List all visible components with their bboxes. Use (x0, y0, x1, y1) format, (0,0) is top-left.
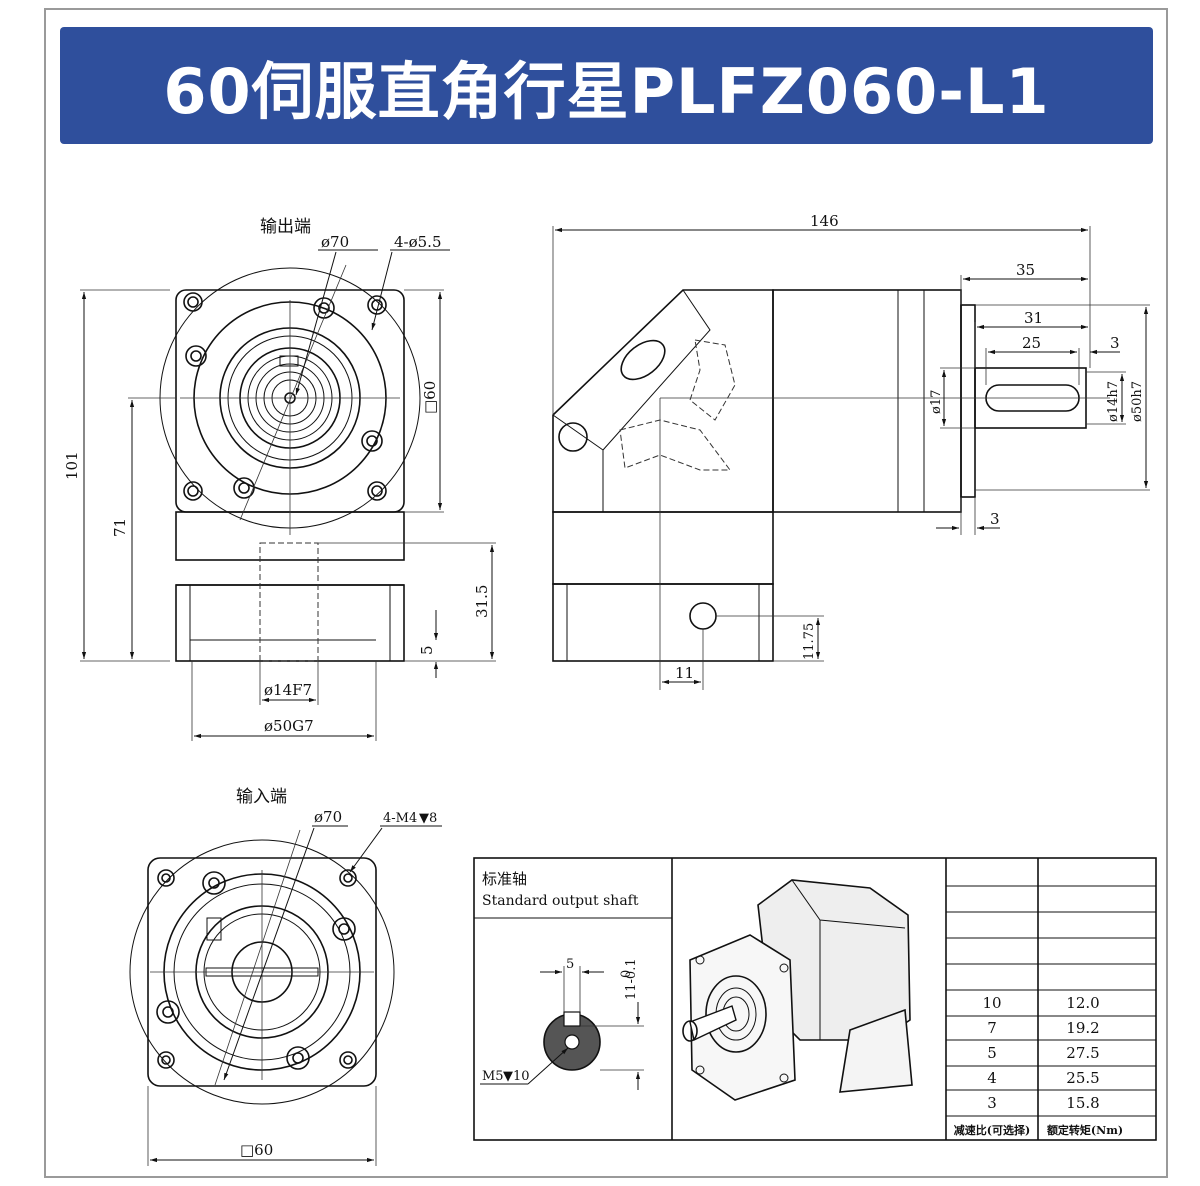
dim-key-width: 5 (566, 957, 574, 972)
dim-in-holes: 4-M4 (383, 811, 417, 826)
dim-shaft-dia: ø14h7 (1106, 381, 1121, 422)
dim-key-offset: 3 (1110, 334, 1120, 352)
ratio-table: 10 12.0 7 19.2 5 27.5 4 25.5 3 15.8 减速比(… (954, 994, 1123, 1137)
dim-side-hole-y: 11.75 (802, 623, 817, 660)
table-torque-cell: 19.2 (1066, 1019, 1099, 1037)
table-ratio-cell: 10 (982, 994, 1001, 1012)
dim-bore: ø14F7 (264, 681, 312, 699)
output-end-label: 输出端 (260, 217, 311, 237)
dim-side-hole-x: 11 (675, 664, 694, 682)
page-title: 60伺服直角行星PLFZ060-L1 (163, 54, 1050, 128)
shaft-title-cn: 标准轴 (482, 870, 527, 888)
dim-height-total: 101 (63, 451, 81, 480)
dim-height-axis: 71 (111, 518, 129, 537)
dim-key-height-top: 0 (619, 970, 634, 978)
table-torque-cell: 27.5 (1066, 1044, 1099, 1062)
dim-out-pcd: ø70 (321, 233, 349, 251)
depth-symbol-icon: ▼ (419, 811, 429, 826)
dim-shaft-len: 35 (1016, 261, 1035, 279)
dim-in-square: □60 (240, 1141, 273, 1159)
dim-key-len: 25 (1022, 334, 1041, 352)
dim-flange-step: 5 (418, 645, 436, 655)
output-end-view: 输出端 (63, 217, 496, 741)
thread-depth-icon: ▼ (503, 1069, 513, 1084)
dim-pilot-dia: ø50h7 (1130, 381, 1145, 422)
table-ratio-cell: 7 (987, 1019, 997, 1037)
table-ratio-cell: 3 (987, 1094, 997, 1112)
drawing-frame (44, 8, 1168, 1178)
table-header-ratio: 减速比(可选择) (954, 1123, 1030, 1137)
side-view: 146 35 31 25 3 ø17 ø14h7 ø50h7 (552, 212, 1150, 690)
title-banner: 60伺服直角行星PLFZ060-L1 (60, 27, 1153, 144)
shaft-thread: M5 (482, 1069, 504, 1084)
dim-collar-dia: ø17 (929, 390, 944, 414)
dim-pilot-thk: 3 (990, 510, 1000, 528)
dim-out-holes: 4-ø5.5 (394, 233, 442, 251)
dim-flange-depth: 31.5 (473, 585, 491, 618)
dim-out-square: □60 (421, 381, 439, 414)
table-ratio-cell: 5 (987, 1044, 997, 1062)
shaft-thread-depth: 10 (513, 1069, 530, 1084)
gearbox-3d-illustration (682, 879, 913, 1101)
table-torque-cell: 25.5 (1066, 1069, 1099, 1087)
table-torque-cell: 15.8 (1066, 1094, 1099, 1112)
input-end-view: 输入端 □60 ø70 (129, 787, 442, 1166)
dim-length-total: 146 (810, 212, 839, 230)
shaft-title-en: Standard output shaft (482, 893, 639, 909)
input-end-label: 输入端 (236, 787, 287, 807)
dim-key-height: 11-0.1 (624, 958, 639, 1000)
shaft-spec-box: 标准轴 Standard output shaft 5 0 11-0.1 M5 … (473, 857, 1157, 1141)
dim-in-pcd: ø70 (314, 808, 342, 826)
dim-shaft-31: 31 (1024, 309, 1043, 327)
dim-in-holes-depth: 8 (429, 811, 437, 826)
table-torque-cell: 12.0 (1066, 994, 1099, 1012)
table-header-torque: 额定转矩(Nm) (1047, 1123, 1123, 1137)
table-ratio-cell: 4 (987, 1069, 997, 1087)
dim-spigot: ø50G7 (264, 717, 314, 735)
